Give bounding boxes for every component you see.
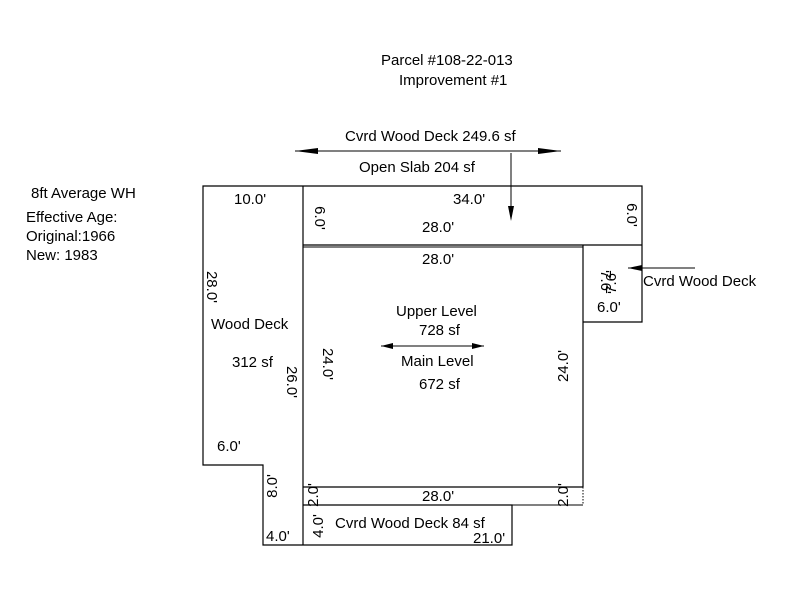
wood-deck-outline [202,185,303,546]
dim-6-right: 6.0' [623,203,640,227]
level-arrow-right-head [472,343,484,349]
dim-34: 34.0' [453,191,485,208]
dim-26: 26.0' [283,366,300,398]
dim-28-bottom: 28.0' [422,488,454,505]
bottom-covered-deck-label: Cvrd Wood Deck 84 sf [335,515,486,532]
right-deck-arrow-head [628,265,642,271]
right-covered-deck-label: Cvrd Wood Deck [643,273,757,290]
dim-4-vertical: 4.0' [310,514,327,538]
wall-height-label: 8ft Average WH [31,185,136,202]
dim-4: 4.0' [266,528,290,545]
upper-level-area: 728 sf [419,322,461,339]
improvement-label: Improvement #1 [399,72,507,89]
effective-age-label: Effective Age: [26,209,117,226]
wood-deck-area: 312 sf [232,354,274,371]
top-arrow-right-head [538,148,561,154]
dim-28-mid: 28.0' [422,251,454,268]
dim-21: 21.0' [473,530,505,547]
main-level-label: Main Level [401,353,474,370]
top-deck-outline [303,185,643,245]
dim-28-upper: 28.0' [422,219,454,236]
dim-6-left: 6.0' [311,206,328,230]
original-year-label: Original:1966 [26,228,115,245]
parcel-number: Parcel #108-22-013 [381,52,513,69]
dim-8: 8.0' [264,474,281,498]
upper-level-label: Upper Level [396,303,477,320]
dim-24-left: 24.0' [319,348,336,380]
dim-7-6-b: 7.6' [603,270,620,294]
dim-10: 10.0' [234,191,266,208]
main-level-area: 672 sf [419,376,461,393]
top-covered-deck-label: Cvrd Wood Deck 249.6 sf [345,128,516,145]
bottom-deck-outline [303,504,513,546]
dim-24-right: 24.0' [555,350,572,382]
top-arrow-left-head [295,148,318,154]
level-arrow-left-head [381,343,393,349]
open-slab-label: Open Slab 204 sf [359,159,476,176]
dim-2-right: 2.0' [555,483,572,507]
wood-deck-label: Wood Deck [211,316,289,333]
open-slab-arrow-head [508,206,514,221]
dim-28-left: 28.0' [203,271,220,303]
dim-6-bottom: 6.0' [217,438,241,455]
dim-6-small: 6.0' [597,299,621,316]
dim-7-6-a: 7.6' [597,270,614,294]
new-year-label: New: 1983 [26,247,98,264]
dim-2-left: 2.0' [305,483,322,507]
